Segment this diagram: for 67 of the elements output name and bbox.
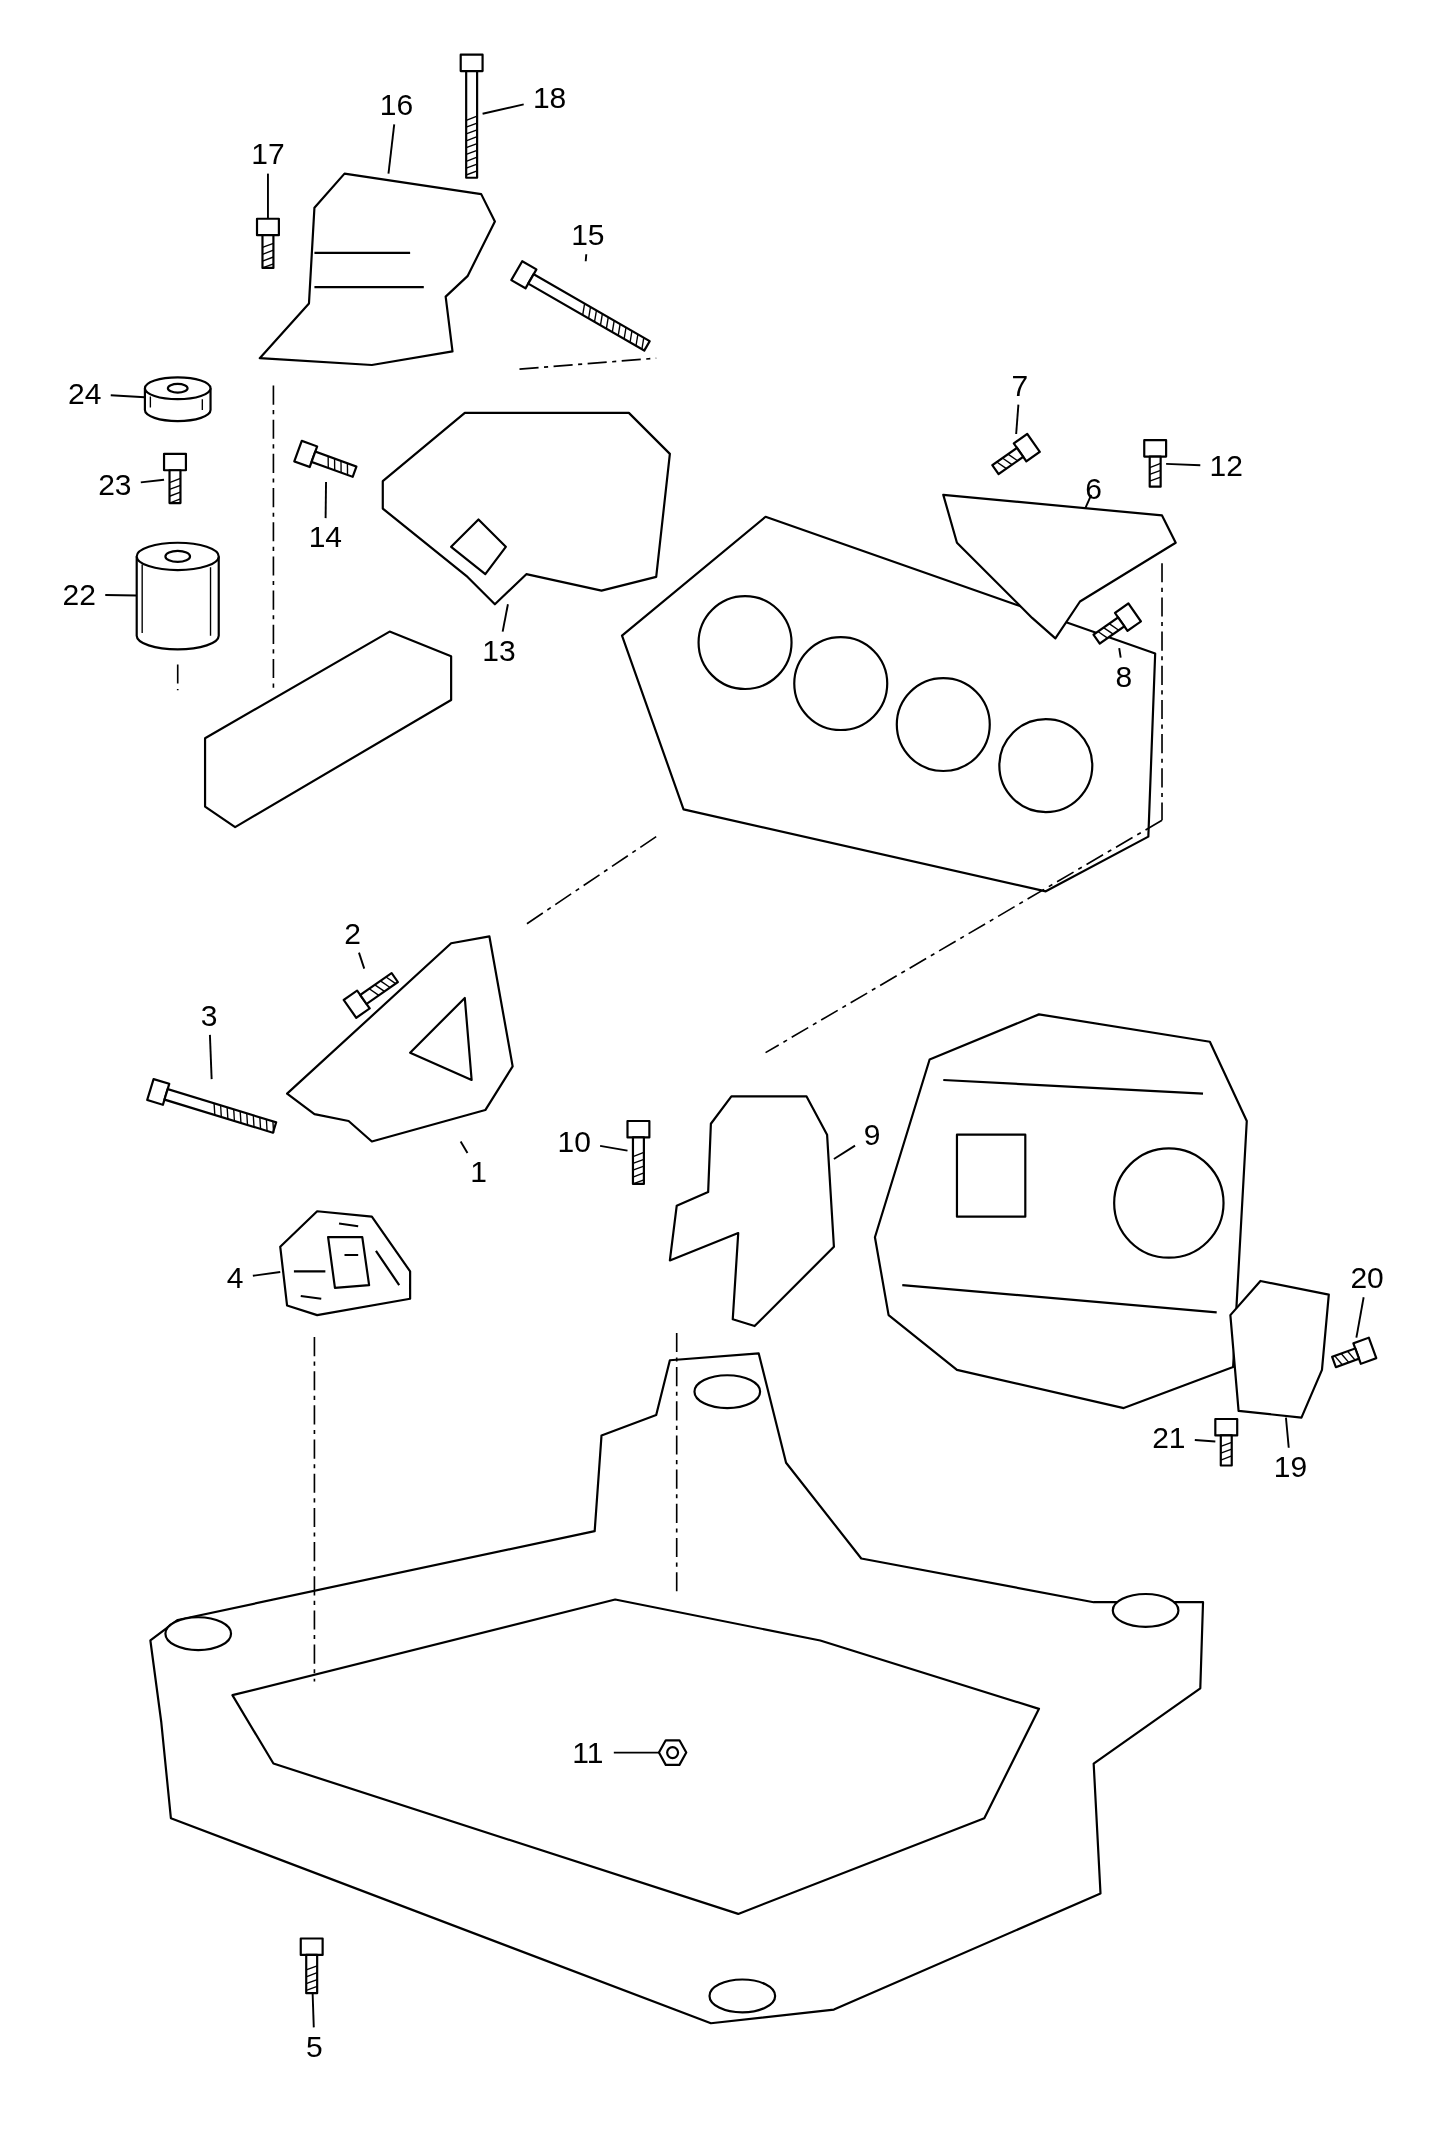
leader-line [208,1033,213,1081]
bolt-drawing [459,53,484,179]
bolt-drawing [991,432,1041,476]
leader-line [311,1992,315,2029]
leader-line [251,1271,282,1277]
callout-number: 12 [1209,451,1243,482]
leader-line [1015,403,1020,435]
leader-line [1118,647,1122,659]
callout-number: 10 [557,1126,591,1157]
callout-number: 16 [379,90,414,121]
callout-number: 15 [571,220,605,251]
callout-number: 6 [1085,474,1102,505]
callout-number: 20 [1350,1263,1384,1294]
leader-line [387,123,396,175]
callout-number: 1 [470,1156,487,1187]
engine-mount-drawing [258,172,496,367]
nut-drawing [657,1739,688,1766]
callout-number: 23 [98,470,132,501]
leader-line [324,481,327,520]
bolt-drawing [146,1078,278,1134]
callout-number: 18 [532,83,567,114]
callout-number: 7 [1011,370,1029,401]
transmission-mount-drawing [668,1095,835,1328]
callout-number: 2 [344,918,362,949]
bolt-drawing [510,260,651,352]
leader-line [584,253,588,263]
leader-line [599,1144,629,1152]
callout-number: 5 [306,2031,323,2062]
callout-number: 9 [863,1119,881,1150]
leader-line [267,172,269,220]
leader-line [358,951,366,970]
leader-line [1193,1439,1217,1443]
callout-number: 4 [226,1263,244,1294]
bolt-drawing [1214,1417,1239,1467]
bolt-drawing [1331,1336,1378,1369]
leader-line [109,394,146,399]
callout-number: 13 [482,635,516,666]
leader-line [832,1144,856,1160]
callout-number: 17 [251,139,285,170]
callout-number: 21 [1152,1423,1186,1454]
bolt-drawing [293,439,358,478]
leader-line [1165,462,1202,467]
bolt-drawing [299,1937,324,1995]
leader-line [104,594,138,597]
cap-drawing [143,376,212,423]
callout-number: 8 [1115,661,1133,692]
leader-line [501,603,509,633]
gearbox-mount-drawing [1229,1279,1330,1419]
callout-number: 19 [1273,1451,1308,1482]
bolt-drawing [1092,602,1143,645]
leader-line [481,103,525,115]
callout-number: 3 [200,1000,218,1031]
leader-line [139,478,165,484]
leader-line [459,1140,469,1154]
bolt-drawing [1143,439,1168,488]
bolt-drawing [162,452,187,505]
leader-line [1355,1296,1365,1339]
callout-number: 14 [308,522,343,553]
engine-mount-drawing [381,411,671,606]
callout-number: 24 [68,378,102,409]
bushing-drawing [135,541,220,651]
callout-number: 11 [572,1737,604,1768]
bolt-drawing [626,1119,651,1185]
mount-drawing [279,1210,412,1317]
leader-line [1285,1416,1290,1449]
leader-line [612,1751,660,1754]
callout-number: 22 [62,579,96,610]
